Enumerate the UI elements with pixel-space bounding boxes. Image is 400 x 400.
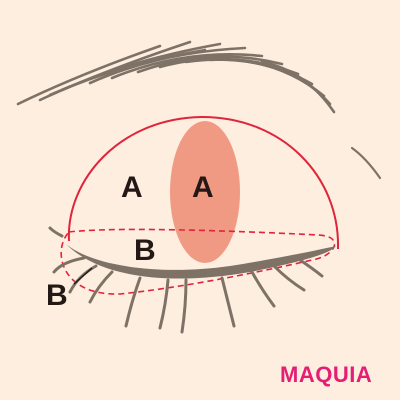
lash-line (66, 244, 336, 279)
eyelashes (48, 226, 324, 334)
zone-b-label: B (134, 234, 156, 267)
zone-a-highlight-label: A (192, 171, 214, 204)
zone-a-outline (67, 115, 340, 250)
highlight-oval (170, 121, 240, 263)
brand-logo: MAQUIA (280, 362, 373, 387)
eye-socket-line (350, 146, 382, 180)
zone-b-lower-label: B (46, 279, 68, 312)
zone-b-outline (60, 228, 336, 295)
eyebrow (16, 40, 336, 114)
label-b-pointer (73, 267, 93, 285)
zone-a-label: A (121, 171, 143, 204)
